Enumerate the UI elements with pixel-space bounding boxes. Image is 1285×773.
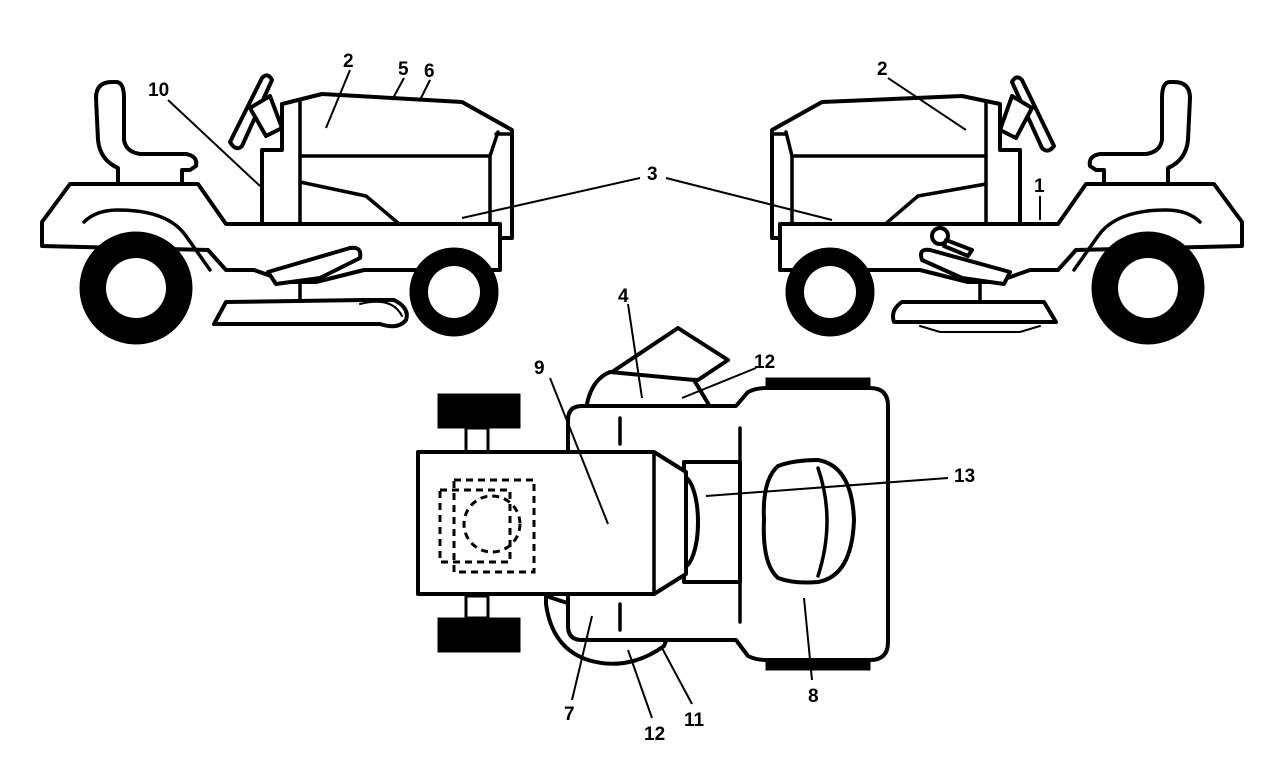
callout-7: 7 bbox=[564, 704, 575, 725]
left-pedal bbox=[266, 245, 363, 286]
callout-9: 9 bbox=[534, 358, 545, 379]
left-mower-deck bbox=[212, 298, 409, 329]
top-seat bbox=[761, 458, 856, 585]
right-seat bbox=[1087, 80, 1192, 188]
top-front-tire-upper bbox=[437, 393, 521, 429]
callout-1: 1 bbox=[1034, 176, 1045, 197]
callout-13: 13 bbox=[954, 466, 975, 487]
top-hood bbox=[416, 450, 688, 596]
right-side-view bbox=[770, 75, 1244, 345]
callout-12-bottom: 12 bbox=[644, 724, 665, 745]
callout-12-top: 12 bbox=[754, 352, 775, 373]
right-pedal bbox=[919, 247, 1012, 286]
callout-2-left: 2 bbox=[343, 51, 354, 72]
callout-11: 11 bbox=[684, 710, 705, 731]
callout-labels: 1 2 2 3 4 5 6 7 8 9 10 11 12 12 13 bbox=[148, 51, 1045, 745]
callout-3: 3 bbox=[647, 164, 658, 185]
left-seat bbox=[94, 80, 199, 188]
right-steering-wheel bbox=[1010, 75, 1056, 153]
left-side-view bbox=[40, 73, 514, 345]
callout-6: 6 bbox=[424, 61, 435, 82]
top-view bbox=[416, 326, 890, 671]
callout-4: 4 bbox=[618, 286, 629, 307]
top-deck-bulge-upper bbox=[584, 370, 714, 412]
leader-lines bbox=[167, 69, 1041, 719]
callout-5: 5 bbox=[398, 59, 409, 80]
callout-8: 8 bbox=[808, 686, 819, 707]
callout-2-right: 2 bbox=[877, 59, 888, 80]
callout-10: 10 bbox=[148, 80, 169, 101]
right-mower-deck bbox=[891, 300, 1058, 324]
top-front-tire-lower bbox=[437, 617, 521, 653]
